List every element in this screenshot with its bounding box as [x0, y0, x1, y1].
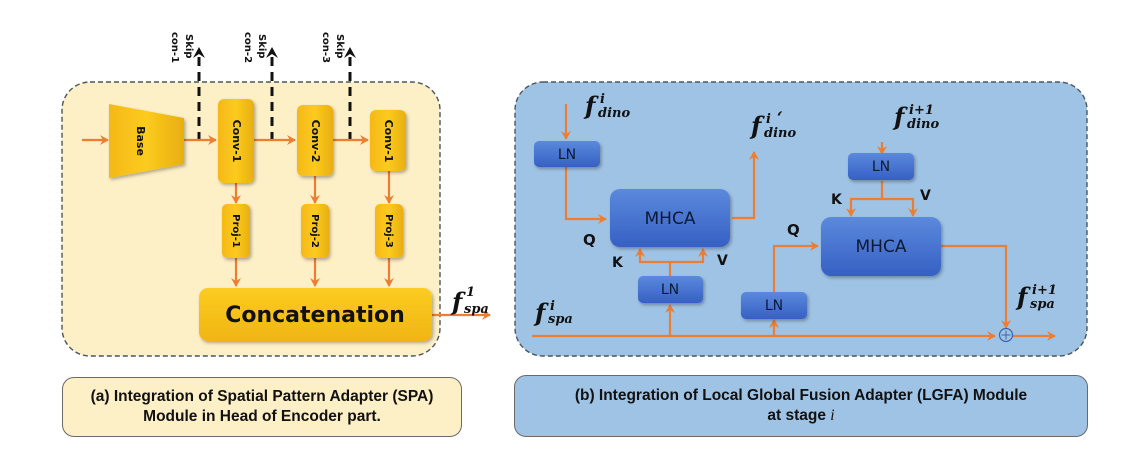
- ln-label-2: LN: [661, 282, 679, 298]
- svg-text:i: i: [766, 112, 771, 127]
- conv-label-2: Conv-2: [309, 120, 322, 163]
- skip-label-3b: con-3: [320, 32, 331, 63]
- ln3-to-mhca2-q-arrow: [772, 241, 819, 292]
- label-f-spa-i: f i spa: [533, 298, 573, 327]
- add-circle-icon: [998, 327, 1014, 343]
- skip-label-1a: Skip: [183, 34, 194, 58]
- proj-block-3: [375, 204, 403, 258]
- svg-text:dino: dino: [598, 106, 630, 121]
- q-label-2: Q: [787, 221, 800, 239]
- conv-block-2: [297, 105, 333, 176]
- skip-label-1b: con-1: [169, 32, 180, 63]
- svg-text:f: f: [533, 298, 549, 327]
- ln-block-1: [534, 141, 600, 167]
- skip-label-3a: Skip: [334, 34, 345, 58]
- svg-text:i: i: [550, 299, 555, 314]
- label-f-dino-i-prime: f i ‘ dino: [749, 108, 796, 141]
- caption-a-line2: Module in Head of Encoder part.: [143, 408, 381, 425]
- concatenation-label: Concatenation: [225, 303, 405, 328]
- svg-text:spa: spa: [548, 312, 573, 327]
- caption-panel-b: (b) Integration of Local Global Fusion A…: [514, 375, 1088, 437]
- conv-block-1: [218, 99, 254, 183]
- caption-panel-a: (a) Integration of Spatial Pattern Adapt…: [62, 377, 462, 437]
- v-label-1: V: [717, 253, 728, 269]
- proj-label-2: Proj-2: [309, 214, 320, 248]
- svg-text:f: f: [1015, 282, 1031, 311]
- v-label-2: V: [920, 188, 931, 204]
- caption-b-stage-var: i: [830, 407, 835, 424]
- svg-text:f: f: [892, 102, 908, 131]
- conv-block-3: [370, 110, 406, 171]
- caption-b-line2-prefix: at stage: [767, 407, 831, 424]
- q-label-1: Q: [583, 231, 596, 249]
- k-label-2: K: [831, 192, 843, 208]
- ln-label-1: LN: [558, 147, 576, 163]
- svg-text:i: i: [600, 92, 605, 107]
- base-label: Base: [134, 126, 147, 156]
- proj-label-1: Proj-1: [230, 214, 241, 248]
- svg-text:‘: ‘: [777, 108, 783, 127]
- ln-label-3: LN: [765, 298, 783, 314]
- ln4-to-mhca2-k-arrow: [846, 197, 882, 217]
- ln4-to-mhca2-v-arrow: [882, 197, 918, 217]
- svg-text:spa: spa: [1030, 297, 1055, 312]
- mhca-label-1: MHCA: [645, 209, 696, 229]
- svg-text:f: f: [749, 111, 765, 140]
- label-f-dino-i1: f i+1 dino: [892, 102, 939, 132]
- svg-text:i+1: i+1: [1032, 283, 1057, 298]
- output-f-spa-1: f 1 spa: [450, 285, 489, 317]
- concatenation-block: [199, 288, 432, 341]
- label-f-spa-i1: f i+1 spa: [1015, 282, 1057, 312]
- ln1-to-mhca1-q-arrow: [564, 166, 607, 224]
- proj-block-1: [222, 204, 250, 258]
- ln-block-3: [741, 292, 807, 319]
- panel-b-arrows: [532, 104, 1056, 341]
- mhca-block-2: [821, 217, 941, 276]
- svg-text:f: f: [583, 91, 599, 120]
- mhca1-to-f-dino-prime-arrow: [732, 151, 759, 220]
- ln-block-4: [848, 153, 914, 180]
- base-block: [109, 104, 184, 178]
- ln2-to-mhca1-k-arrow: [635, 248, 670, 264]
- svg-text:f: f: [450, 287, 466, 316]
- skip-label-2a: Skip: [256, 34, 267, 58]
- caption-a-line1: (a) Integration of Spatial Pattern Adapt…: [90, 388, 434, 405]
- proj-label-3: Proj-3: [383, 214, 394, 248]
- svg-text:dino: dino: [907, 117, 939, 132]
- skip-connections: Skip con-1 Skip con-2 Skip con-3: [169, 32, 356, 141]
- mhca-block-1: [610, 189, 730, 247]
- main-flow-arrows: [82, 135, 491, 320]
- caption-b-line2: at stage i: [767, 406, 834, 426]
- conv-label-1: Conv-1: [230, 120, 243, 163]
- conv-label-3: Conv-1: [382, 120, 395, 163]
- mhca-label-2: MHCA: [856, 237, 907, 257]
- ln-block-2: [638, 276, 703, 303]
- ln2-to-mhca1-v-arrow: [670, 248, 708, 264]
- svg-text:1: 1: [466, 285, 475, 300]
- svg-text:dino: dino: [764, 126, 796, 141]
- caption-b-line1: (b) Integration of Local Global Fusion A…: [574, 387, 1028, 404]
- ln-label-4: LN: [872, 159, 890, 175]
- skip-label-2b: con-2: [242, 32, 253, 63]
- svg-text:spa: spa: [464, 302, 489, 317]
- mhca2-to-add-arrow: [941, 244, 1011, 329]
- label-f-dino-i: f i dino: [583, 91, 630, 121]
- k-label-1: K: [612, 255, 624, 271]
- proj-block-2: [301, 204, 329, 258]
- svg-text:i+1: i+1: [909, 103, 934, 118]
